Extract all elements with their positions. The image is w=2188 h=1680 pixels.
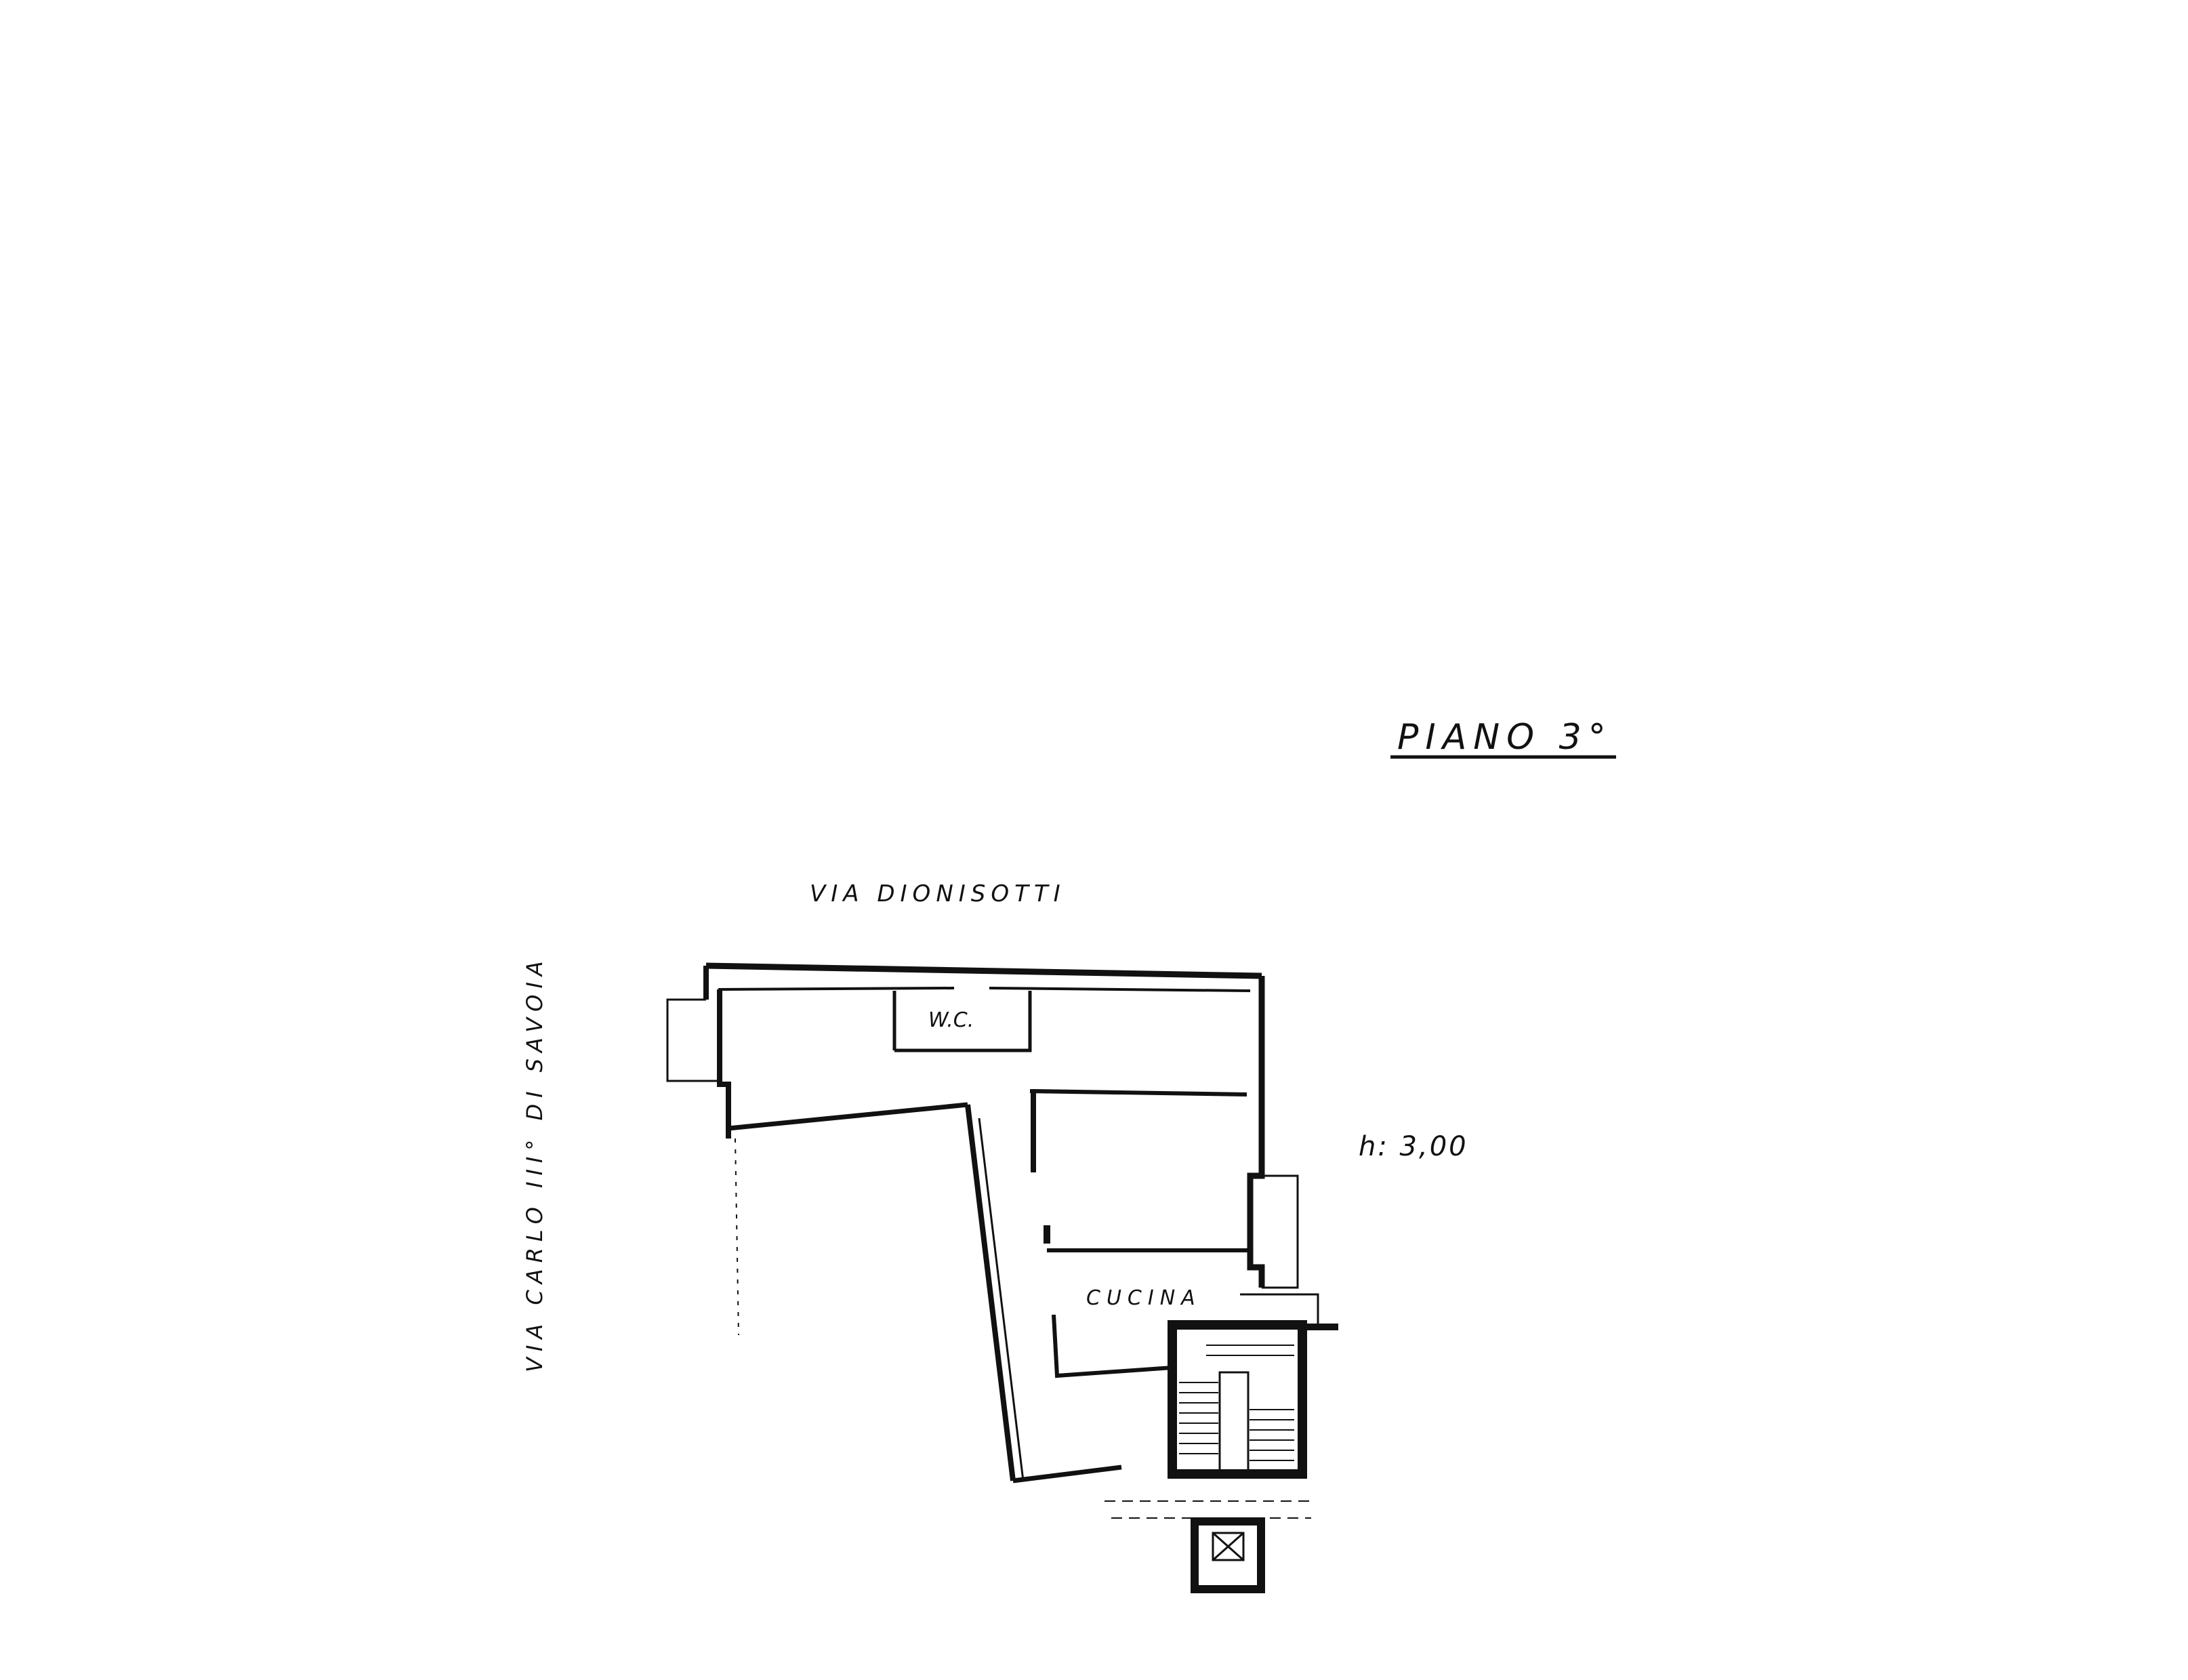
wall-exterior-top-inner	[718, 987, 1251, 992]
stair-balcony	[1240, 1293, 1319, 1325]
plan-title: PIANO 3°	[1397, 717, 1613, 758]
left-balcony	[666, 998, 720, 1082]
landing	[1105, 1500, 1315, 1519]
floor-plan-walls: W.C. CUCINA	[666, 962, 1338, 1593]
wall-kitchen-left	[1052, 1314, 1173, 1378]
wall-exterior-top	[705, 962, 1262, 979]
wall-bottom	[1012, 1464, 1122, 1483]
room-label-kitchen: CUCINA	[1086, 1286, 1201, 1310]
wall-exterior-left	[703, 966, 731, 1139]
ceiling-height-note: h: 3,00	[1359, 1131, 1468, 1162]
elevator-cross	[1212, 1532, 1244, 1561]
wall-diagonal-top	[728, 1102, 968, 1131]
stair-core	[1218, 1371, 1250, 1475]
wall-divider-1	[1029, 1089, 1247, 1097]
elevator-car	[1212, 1532, 1245, 1561]
room-label-wc: W.C.	[928, 1008, 974, 1032]
left-terrace-line	[735, 1138, 739, 1336]
wall-diagonal-left-inner	[978, 1118, 1025, 1481]
right-balcony	[1262, 1174, 1299, 1289]
stairwell	[1168, 1320, 1307, 1479]
wall-exterior-right	[1247, 976, 1265, 1288]
wall-wc	[892, 991, 1032, 1052]
street-label-left: VIA CARLO III° DI SAVOIA	[522, 955, 548, 1372]
street-label-top: VIA DIONISOTTI	[810, 880, 1066, 907]
stair-treads	[1179, 1345, 1294, 1461]
elevator-shaft	[1191, 1517, 1265, 1593]
plan-title-group: PIANO 3°	[1390, 717, 1616, 759]
wall-diagonal-left	[965, 1104, 1016, 1481]
